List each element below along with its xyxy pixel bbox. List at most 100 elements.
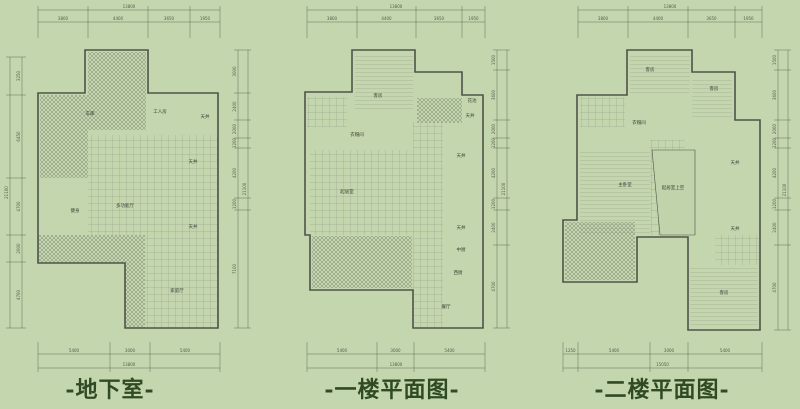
dimension-top: 1950 xyxy=(468,16,479,21)
dimension-top-total: 13800 xyxy=(390,4,403,9)
dimension-right: 1200 xyxy=(491,137,496,148)
dimension-left: 2000 xyxy=(16,243,21,254)
dimension-bottom: 3000 xyxy=(664,348,675,353)
dimension-top: 1950 xyxy=(200,16,211,21)
dimension-right: 1500 xyxy=(772,54,777,65)
dimension-bottom: 5400 xyxy=(337,348,348,353)
dimension-top: 3650 xyxy=(164,16,175,21)
room-label: 客房 xyxy=(720,289,729,296)
dimension-right: 2400 xyxy=(232,101,237,112)
dimension-right: 1200 xyxy=(232,198,237,209)
dimension-top-total: 13800 xyxy=(123,4,136,9)
room-label: 客房 xyxy=(646,66,655,73)
dimension-left: 4700 xyxy=(16,289,21,300)
room-label: 餐厅 xyxy=(442,303,451,310)
tile-floor xyxy=(413,122,443,327)
room-label: 天井 xyxy=(457,152,466,159)
dimension-top: 4400 xyxy=(113,16,124,21)
room-label: 天井 xyxy=(731,225,740,232)
room-label: 天井 xyxy=(731,159,740,166)
dimension-right: 7100 xyxy=(232,263,237,274)
dimension-bottom: 5400 xyxy=(609,348,620,353)
room-label: 西厨 xyxy=(454,270,463,276)
exterior-wall xyxy=(304,49,484,329)
dimension-right: 2000 xyxy=(772,123,777,134)
room-label: 客房 xyxy=(374,92,383,99)
room-label: 天井 xyxy=(201,113,210,120)
tile-floor xyxy=(307,97,347,127)
dimension-right: 3000 xyxy=(232,66,237,77)
dimension-top: 3650 xyxy=(706,16,717,21)
dimension-left-total: 21100 xyxy=(4,186,9,199)
tile-floor xyxy=(88,135,218,235)
exterior-wall xyxy=(562,49,761,331)
dimension-right-total: 21100 xyxy=(242,182,247,195)
room-label: 多功能厅 xyxy=(116,202,134,209)
terrace-hatch xyxy=(40,95,88,178)
dimension-right-total: 21100 xyxy=(782,183,787,196)
dimension-right: 2000 xyxy=(232,123,237,134)
dimension-bottom: 5400 xyxy=(180,348,191,353)
room-label: 天井 xyxy=(466,112,475,119)
tile-floor xyxy=(145,235,218,328)
second-floor-title: -二楼平面图- xyxy=(594,377,730,403)
room-label: 主卧室 xyxy=(618,181,632,188)
dimension-right: 4700 xyxy=(772,282,777,293)
dimension-right-total: 21100 xyxy=(501,182,506,195)
dimension-right: 2400 xyxy=(491,222,496,233)
tile-floor xyxy=(580,97,625,127)
dimension-right: 3600 xyxy=(491,89,496,100)
dimension-right: 3600 xyxy=(772,89,777,100)
room-label: 花池 xyxy=(468,97,477,104)
room-label: 天井 xyxy=(189,223,198,230)
room-label: 中厨 xyxy=(457,246,466,253)
dimension-top: 1950 xyxy=(743,16,754,21)
room-label: 客房 xyxy=(710,85,719,92)
dimension-top: 3650 xyxy=(434,16,445,21)
tile-floor xyxy=(715,235,759,265)
dimension-top: 3800 xyxy=(598,16,609,21)
dimension-left: 4700 xyxy=(16,201,21,212)
dimension-right: 2400 xyxy=(772,222,777,233)
dimension-right: 4200 xyxy=(491,167,496,178)
room-label: 衣帽间 xyxy=(350,131,364,138)
dimension-left: 3250 xyxy=(16,70,21,81)
dimension-right: 1200 xyxy=(772,198,777,209)
dimension-top: 4400 xyxy=(653,16,664,21)
dimension-right: 1500 xyxy=(491,54,496,65)
room-label: 起居室上空 xyxy=(662,184,685,191)
dimension-right: 4200 xyxy=(772,167,777,178)
dimension-bottom-total: 15050 xyxy=(656,362,669,367)
terrace-hatch xyxy=(38,235,145,263)
dimension-bottom: 5400 xyxy=(720,348,731,353)
dimension-bottom: 5400 xyxy=(69,348,80,353)
dimension-top: 3800 xyxy=(327,16,338,21)
void-area xyxy=(651,149,696,236)
room-label: 天井 xyxy=(457,224,466,231)
terrace-hatch xyxy=(88,52,146,130)
room-label: 健身 xyxy=(71,207,80,214)
dimension-right: 2000 xyxy=(491,123,496,134)
wood-floor xyxy=(355,55,413,110)
plan-1 xyxy=(304,6,510,372)
dimension-right: 4700 xyxy=(491,281,496,292)
basement-title: -地下室- xyxy=(65,377,155,403)
terrace-hatch xyxy=(312,236,412,288)
dimension-bottom: 5400 xyxy=(444,348,455,353)
first-floor-title: -一楼平面图- xyxy=(324,377,460,403)
dimension-top: 3800 xyxy=(58,16,69,21)
room-label: 衣帽间 xyxy=(632,119,646,126)
dimension-right: 4200 xyxy=(232,167,237,178)
dimension-top: 4400 xyxy=(381,16,392,21)
wood-floor xyxy=(580,150,650,235)
dimension-right: 1200 xyxy=(232,137,237,148)
room-label: 天井 xyxy=(189,158,198,165)
dimension-bottom-total: 13800 xyxy=(123,362,136,367)
tile-floor xyxy=(310,150,413,235)
dimension-bottom-total: 13800 xyxy=(390,362,403,367)
plan-0 xyxy=(6,6,251,372)
plan-2 xyxy=(562,6,791,372)
dimension-right: 1200 xyxy=(491,198,496,209)
dimension-top-total: 13800 xyxy=(664,4,677,9)
